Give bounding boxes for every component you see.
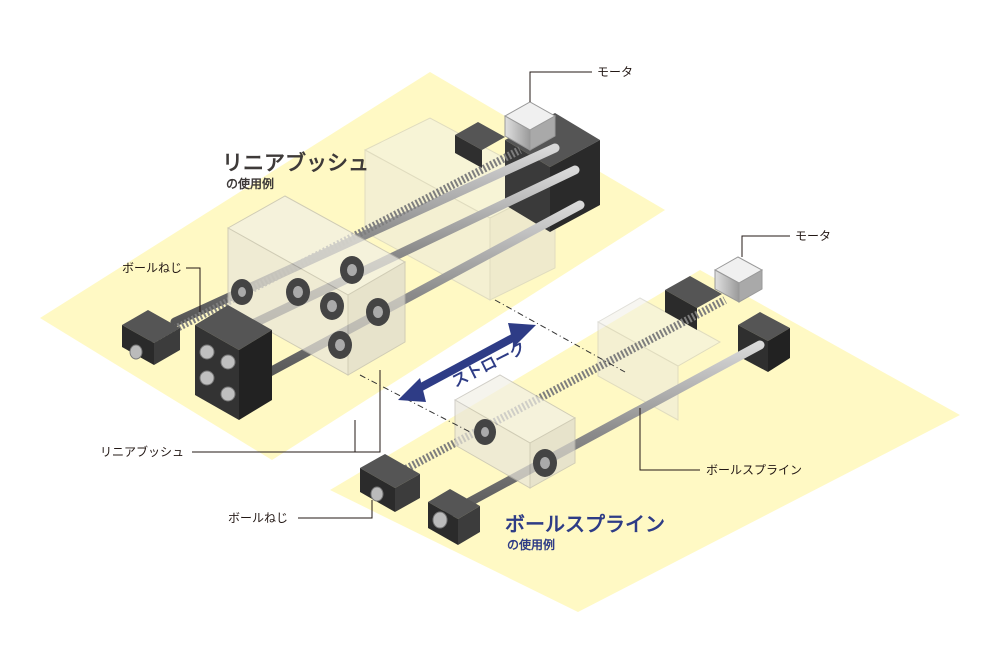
right-spline-shaft bbox=[435, 340, 765, 523]
callout-linear-bush: リニアブッシュ bbox=[100, 445, 185, 459]
leader-motor-top bbox=[529, 71, 592, 102]
ball-spline-base-plate bbox=[330, 270, 960, 612]
right-front-blocks bbox=[360, 454, 480, 545]
callout-motor-right: モータ bbox=[795, 229, 832, 243]
stroke-guide-top bbox=[494, 299, 626, 373]
ball-spline-nut-icon bbox=[474, 419, 557, 477]
leader-ballscrew-left bbox=[186, 267, 201, 312]
linear-bush-icon bbox=[231, 256, 390, 359]
rear-coupling-block bbox=[455, 122, 505, 168]
callout-motor-top: モータ bbox=[597, 65, 634, 79]
callout-ballscrew-bottom: ボールねじ bbox=[228, 511, 289, 525]
leader-ballscrew-bottom bbox=[298, 500, 373, 519]
leader-ball-spline bbox=[639, 408, 700, 471]
linear-bush-subtitle: の使用例 bbox=[226, 177, 275, 191]
right-ballscrew bbox=[383, 296, 727, 484]
ball-spline-subtitle: の使用例 bbox=[507, 538, 556, 552]
leader-linear-bush-2 bbox=[355, 370, 381, 453]
stroke-guide-bottom bbox=[359, 374, 471, 433]
callout-ball-spline: ボールスプライン bbox=[706, 463, 803, 477]
linear-bush-title: リニアブッシュ bbox=[222, 151, 369, 175]
front-end-block bbox=[195, 305, 272, 420]
stroke-arrow-icon bbox=[398, 323, 536, 402]
ball-spline-title: ボールスプライン bbox=[505, 512, 665, 536]
leader-motor-right bbox=[741, 235, 790, 257]
motor-top-icon bbox=[503, 101, 557, 151]
left-screw-support bbox=[122, 310, 180, 365]
motor-right-icon bbox=[713, 256, 764, 303]
callout-ballscrew-left: ボールねじ bbox=[122, 261, 183, 275]
